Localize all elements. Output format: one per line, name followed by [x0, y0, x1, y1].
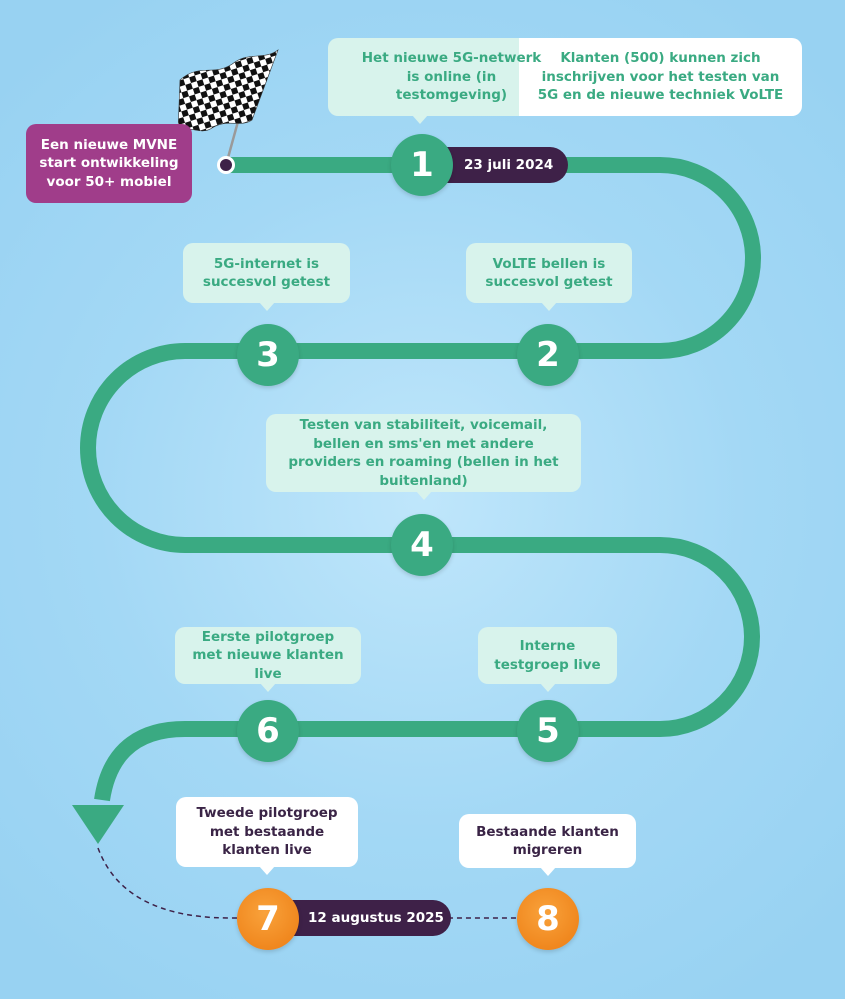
step-6-number: 6 [256, 711, 280, 751]
step-8-circle: 8 [517, 888, 579, 950]
step-8-label: Bestaande klanten migreren [476, 823, 619, 859]
step-1-number: 1 [410, 145, 434, 185]
step-1-label-right: Klanten (500) kunnen zich inschrijven vo… [537, 50, 784, 104]
step-8-box: Bestaande klanten migreren [459, 814, 636, 876]
step-6-circle: 6 [237, 700, 299, 762]
step-6-box: Eerste pilotgroep met nieuwe klanten liv… [175, 627, 361, 692]
step-7-number: 7 [256, 899, 280, 939]
step-2-label: VoLTE bellen is succesvol getest [485, 255, 613, 291]
step-5-circle: 5 [517, 700, 579, 762]
step-1-date: 23 juli 2024 [464, 157, 554, 173]
step-2-circle: 2 [517, 324, 579, 386]
step-1-box: Het nieuwe 5G-netwerk is online (in test… [328, 38, 802, 124]
step-5-box: Interne testgroep live [478, 627, 617, 692]
step-4-label: Testen van stabiliteit, voicemail, belle… [288, 417, 559, 489]
step-3-box: 5G-internet is succesvol getest [183, 243, 350, 311]
future-dashed-line [97, 847, 520, 919]
step-2-box: VoLTE bellen is succesvol getest [466, 243, 632, 311]
intro-label: Een nieuwe MVNE start ontwikkeling voor … [39, 136, 179, 190]
checkered-flag-icon [177, 49, 279, 133]
step-6-label: Eerste pilotgroep met nieuwe klanten liv… [192, 628, 344, 682]
step-5-number: 5 [536, 711, 560, 751]
step-5-label: Interne testgroep live [494, 638, 601, 673]
step-7-label: Tweede pilotgroep met bestaande klanten … [196, 805, 338, 859]
step-7-circle: 7 [237, 888, 299, 950]
step-1-circle: 1 [391, 134, 453, 196]
step-7-box: Tweede pilotgroep met bestaande klanten … [176, 797, 358, 875]
step-4-box: Testen van stabiliteit, voicemail, belle… [266, 414, 581, 500]
arrow-down-icon [72, 805, 124, 844]
step-3-label: 5G-internet is succesvol getest [202, 255, 331, 291]
road-path [80, 157, 761, 802]
start-dot [217, 156, 235, 174]
intro-box: Een nieuwe MVNE start ontwikkeling voor … [26, 124, 192, 203]
step-4-number: 4 [410, 525, 434, 565]
step-3-number: 3 [256, 335, 280, 375]
step-3-circle: 3 [237, 324, 299, 386]
step-7-date: 12 augustus 2025 [308, 910, 444, 926]
step-4-circle: 4 [391, 514, 453, 576]
step-8-number: 8 [536, 899, 560, 939]
step-1-label-left: Het nieuwe 5G-netwerk is online (in test… [361, 50, 542, 104]
step-2-number: 2 [536, 335, 560, 375]
